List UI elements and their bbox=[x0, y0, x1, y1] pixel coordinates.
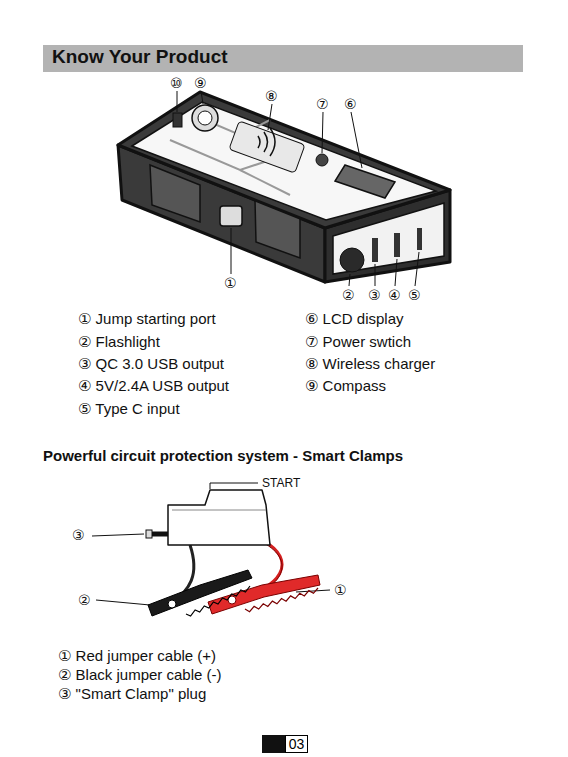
callout-number: ② bbox=[78, 593, 91, 608]
smart-clamp-set bbox=[210, 483, 258, 489]
smart-clamp-set bbox=[208, 575, 320, 614]
jump-starter-device bbox=[229, 121, 305, 173]
list-item: ③ QC 3.0 USB output bbox=[78, 356, 224, 373]
part-label: START bbox=[262, 477, 300, 490]
list-item: ⑨ Compass bbox=[305, 378, 386, 395]
list-item: ④ 5V/2.4A USB output bbox=[78, 378, 229, 395]
callout-number: ⑧ bbox=[265, 89, 278, 104]
jump-starter-device bbox=[173, 113, 182, 127]
jump-starter-device bbox=[220, 206, 242, 226]
jump-starter-device bbox=[340, 248, 364, 272]
smart-clamp-set bbox=[172, 510, 266, 511]
callout-number: ② bbox=[342, 288, 355, 303]
leader-line bbox=[349, 274, 350, 286]
leader-line bbox=[395, 259, 397, 286]
list-item: ③ "Smart Clamp" plug bbox=[58, 686, 206, 703]
leader-line bbox=[231, 228, 232, 274]
list-item: ⑦ Power swtich bbox=[305, 334, 411, 351]
list-item: ⑤ Type C input bbox=[78, 401, 180, 418]
title-band bbox=[43, 45, 523, 72]
page-number-box: 03 bbox=[285, 735, 308, 753]
section-title: Know Your Product bbox=[52, 47, 228, 68]
callout-number: ⑨ bbox=[194, 76, 207, 91]
smart-clamp-set bbox=[186, 586, 318, 616]
callout-number: ⑦ bbox=[316, 97, 329, 112]
smart-clamp-set bbox=[208, 575, 320, 614]
callout-number: ⑥ bbox=[344, 97, 357, 112]
jump-starter-device bbox=[394, 233, 400, 257]
callout-number: ⑤ bbox=[408, 288, 421, 303]
smart-clamp-set bbox=[186, 586, 250, 616]
leader-line bbox=[415, 252, 419, 286]
jump-starter-device bbox=[335, 165, 395, 198]
leader-line bbox=[351, 112, 362, 168]
list-item: ⑥ LCD display bbox=[305, 311, 403, 328]
callout-number: ③ bbox=[368, 288, 381, 303]
page-marker bbox=[262, 735, 285, 753]
list-item: ① Red jumper cable (+) bbox=[58, 648, 216, 665]
list-item: ② Flashlight bbox=[78, 334, 160, 351]
smart-clamp-set bbox=[296, 590, 330, 592]
smart-clamp-set bbox=[146, 530, 152, 538]
callout-number: ④ bbox=[388, 288, 401, 303]
list-item: ① Jump starting port bbox=[78, 311, 216, 328]
list-item: ② Black jumper cable (-) bbox=[58, 667, 222, 684]
smart-clamp-set bbox=[92, 483, 330, 616]
leader-line bbox=[177, 91, 419, 286]
leader-line bbox=[375, 264, 376, 286]
jump-starter-device bbox=[316, 154, 328, 166]
section-heading: Powerful circuit protection system - Sma… bbox=[43, 448, 403, 465]
leader-line bbox=[177, 91, 178, 112]
page-number: 03 bbox=[289, 736, 305, 752]
leader-line bbox=[268, 104, 272, 130]
jump-starter-device bbox=[372, 238, 378, 262]
jump-starter-device bbox=[258, 128, 275, 156]
callout-number: ③ bbox=[72, 528, 85, 543]
jump-starter-device bbox=[118, 92, 450, 228]
leader-line bbox=[201, 91, 203, 104]
callout-number: ① bbox=[334, 583, 347, 598]
smart-clamp-set bbox=[168, 490, 270, 545]
callout-number: ⑩ bbox=[170, 76, 183, 91]
jump-starter-device bbox=[132, 102, 436, 220]
smart-clamp-set bbox=[96, 600, 150, 605]
jump-starter-device bbox=[192, 105, 218, 131]
jump-starter-device bbox=[198, 111, 212, 125]
list-item: ⑧ Wireless charger bbox=[305, 356, 435, 373]
smart-clamp-set bbox=[168, 600, 176, 608]
smart-clamp-set bbox=[92, 534, 144, 536]
jump-starter-device bbox=[417, 228, 422, 250]
leader-line bbox=[322, 112, 323, 153]
jump-starter-device bbox=[118, 92, 450, 282]
smart-clamp-set bbox=[245, 588, 318, 612]
callout-number: ① bbox=[224, 276, 237, 291]
smart-clamp-set bbox=[150, 532, 168, 537]
